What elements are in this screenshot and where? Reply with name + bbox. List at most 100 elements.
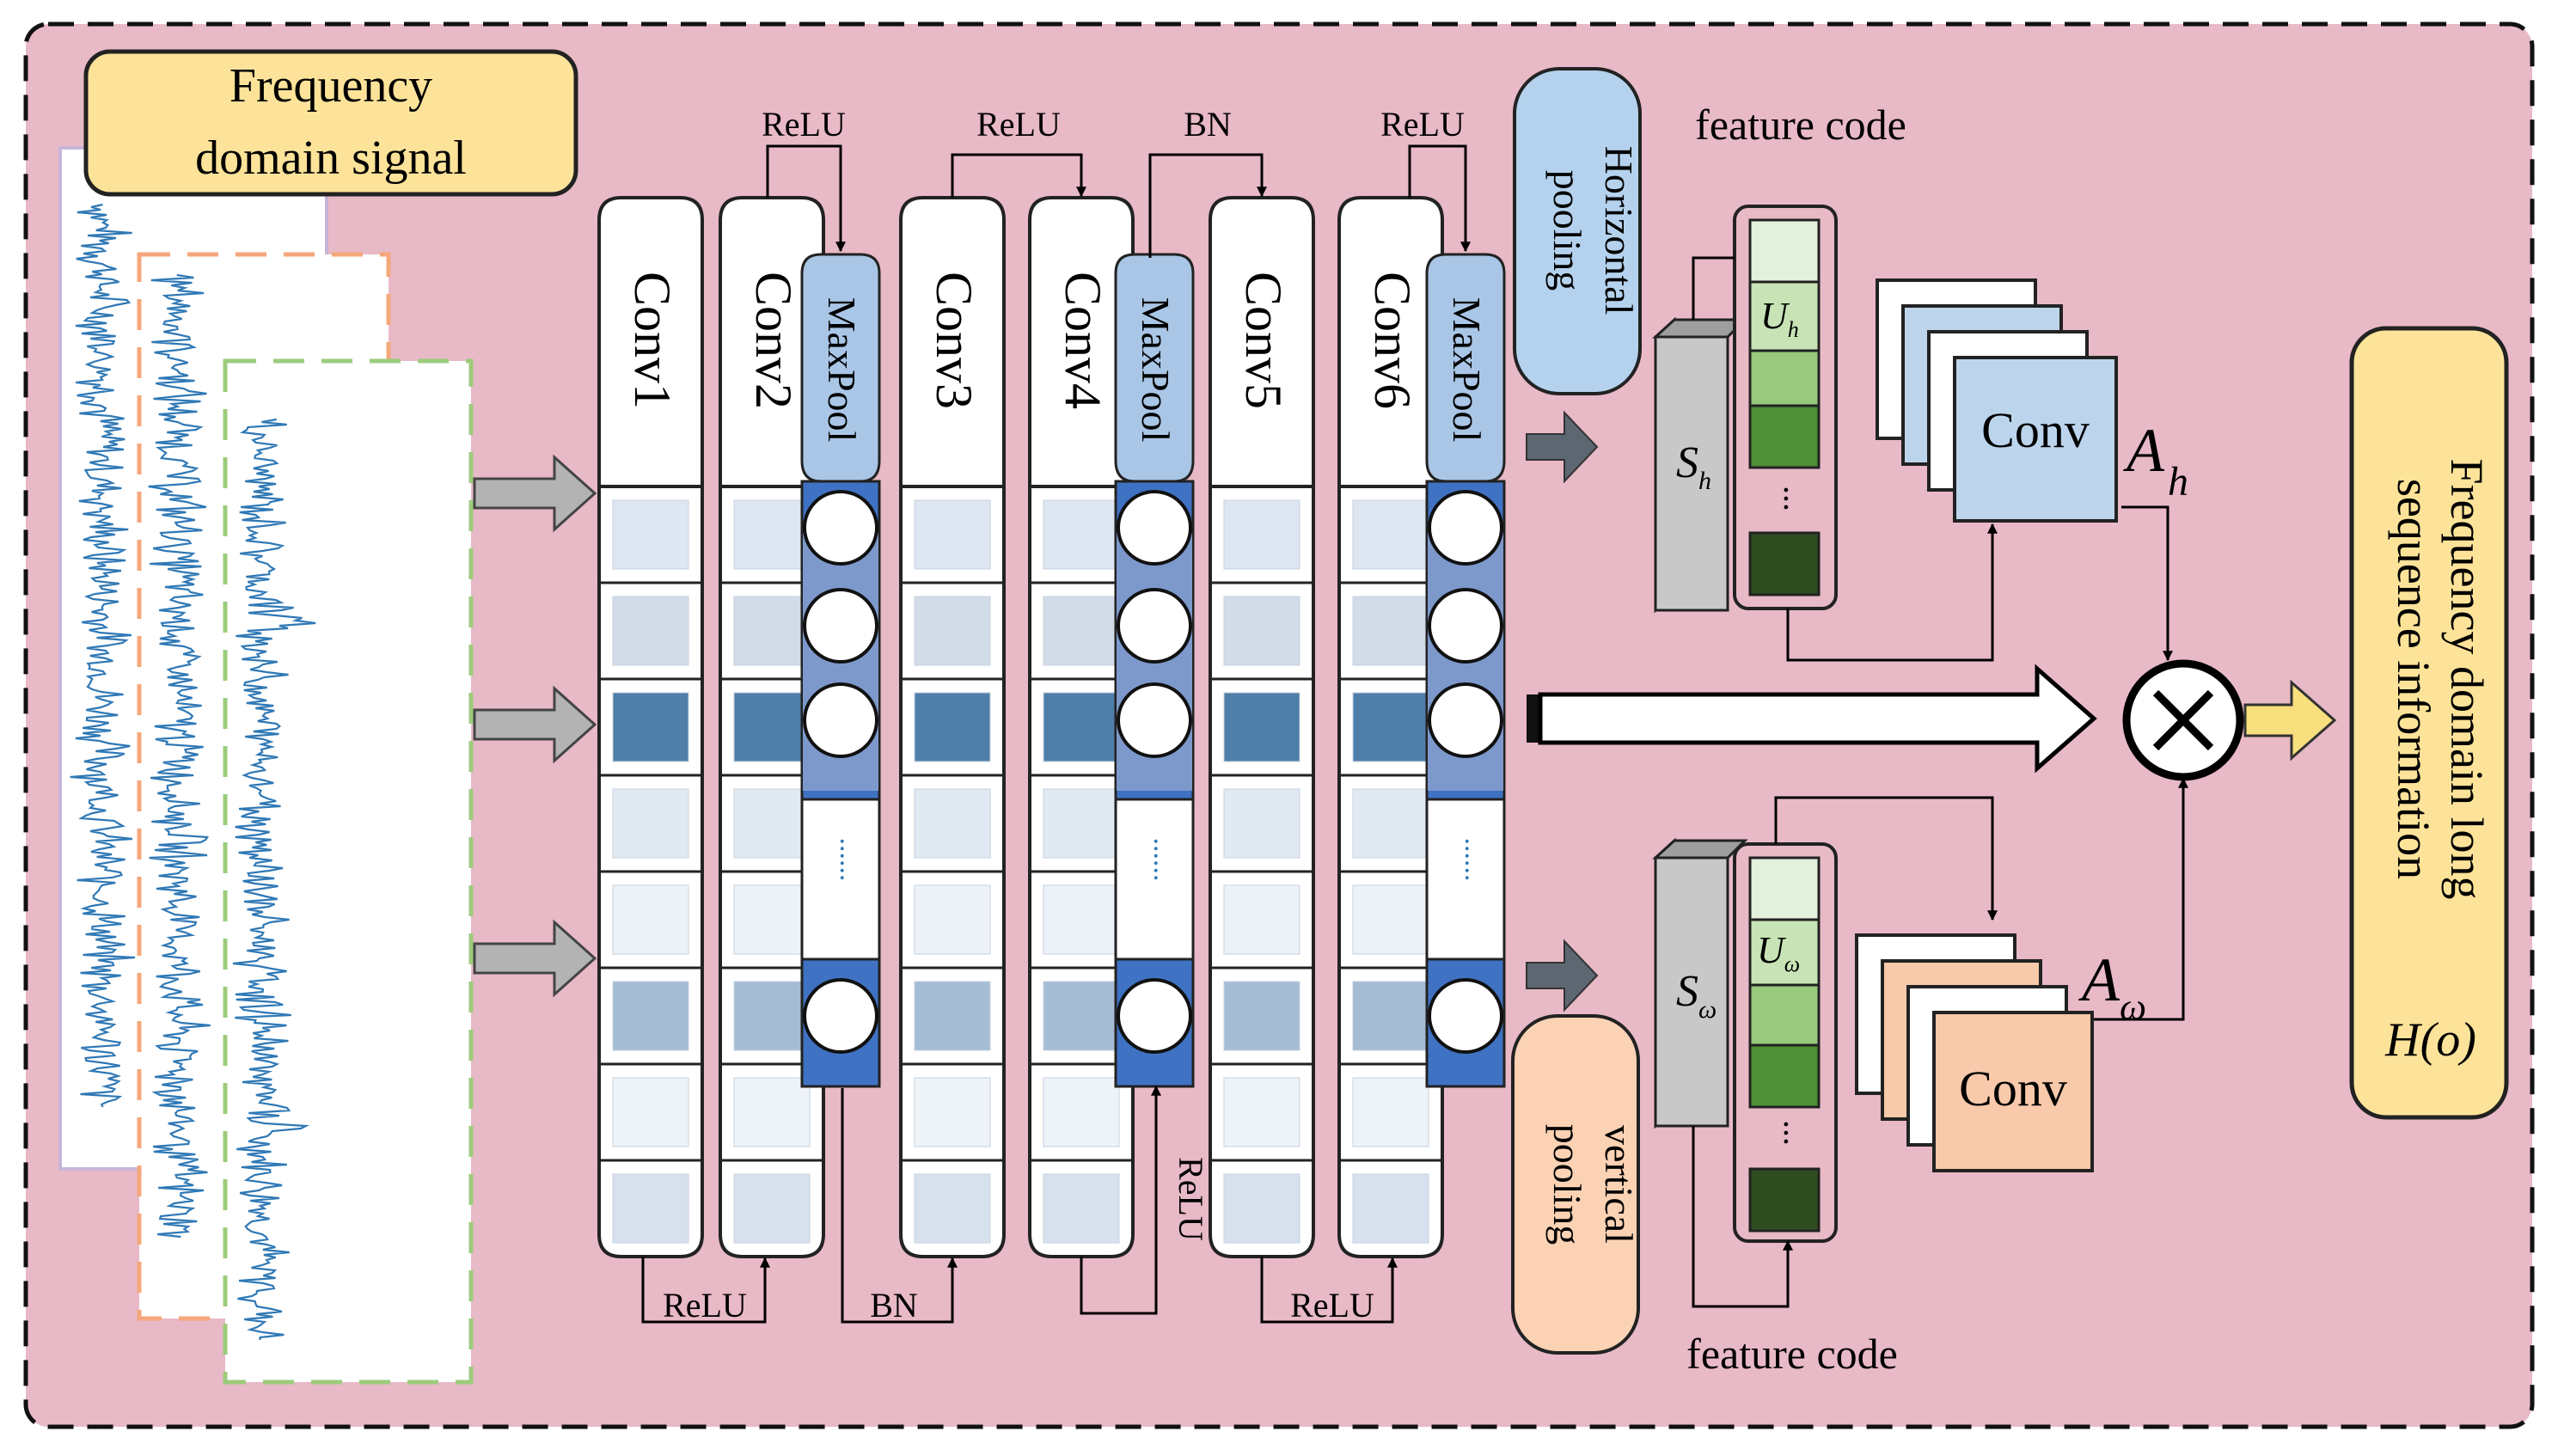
input-label-line-2: domain signal [195,132,467,185]
maxpool-node [803,588,878,664]
conv-cell [612,981,689,1051]
maxpool-header [1114,253,1195,483]
signal-waveform-2 [148,273,211,1239]
conv-cell [733,1173,811,1244]
conv-cell [914,788,991,859]
maxpool-gap [1425,798,1506,961]
conv-cell [914,981,991,1051]
conv-cell [1352,692,1429,762]
maxpool-label: MaxPool [1445,297,1489,443]
maxpool-strips: ......MaxPool......MaxPool......MaxPool [800,253,1506,1088]
maxpool-node [1117,682,1192,758]
a-h-label: Ah [2123,416,2188,505]
conv-cell [1223,884,1300,955]
feature-code-top-label: feature code [1695,101,1906,149]
horizontal-pooling-box [1513,67,1642,395]
input-label-line-1: Frequency [229,59,432,113]
conv-top-label: Conv [1981,402,2090,458]
conv-cell [914,1077,991,1147]
conv-cell [733,981,811,1051]
maxpool-node [1117,588,1192,664]
input-arrow-bottom [473,919,597,998]
maxpool-dots: ...... [1147,838,1179,882]
conv-cell [1223,596,1300,666]
output-arrow [2243,679,2337,762]
conv-column-6: Conv6 [1337,196,1444,1258]
conv-cell [914,596,991,666]
conv-cell [1352,981,1429,1051]
main-flow-arrow [1527,664,2097,774]
top-connection-label-1: ReLU [762,105,846,144]
conv-cell [1352,884,1429,955]
conv-cell [733,788,811,859]
conv-cell [612,1077,689,1147]
bottom-connection-label-3: ReLU [1172,1157,1210,1241]
conv-column-3: Conv3 [899,196,1006,1258]
top-connection-label-3: BN [1184,105,1232,144]
vdots-top: ... [1777,486,1815,511]
conv-column-1: Conv1 [597,196,704,1258]
maxpool-label: MaxPool [820,297,864,443]
input-arrows [473,454,597,998]
conv-bottom-label: Conv [1959,1061,2067,1116]
output-formula: H(o) [2384,1013,2476,1067]
conv-stack-bottom: Conv [1855,933,2094,1172]
input-arrow-middle [473,685,597,764]
conv-cell [914,1173,991,1244]
s-w-block: Sω [1652,837,1748,1129]
conv-columns: Conv1 Conv2 Conv3 Conv4 Conv5 Conv6 [597,196,1444,1258]
conv-cell [612,1173,689,1244]
conv-layer-label: Conv3 [926,272,982,409]
conv-column-2: Conv2 [719,196,825,1258]
pool-arrow-top [1526,410,1599,484]
conv-cell [1352,499,1429,570]
conv-cell [612,788,689,859]
maxpool-gap [1114,798,1195,961]
maxpool-node [1428,682,1503,758]
conv-layer-label: Conv5 [1235,272,1292,409]
conv-cell [1043,981,1120,1051]
maxpool-dots: ...... [834,838,866,882]
output-box [2349,326,2509,1120]
vertical-pooling-box [1511,1014,1640,1355]
conv-cell [1043,692,1120,762]
conv-cell [1043,596,1120,666]
horizontal-pooling-label-1: Horizontal [1597,146,1641,315]
feature-code-bracket-top [1692,256,1735,320]
maxpool-node [1117,490,1192,566]
maxpool-header [1425,253,1506,483]
conv-cell [612,692,689,762]
output-label-line-2: sequence information [2388,479,2439,879]
conv-cell [1043,499,1120,570]
conv-cell [1043,788,1120,859]
s-h-block: Sh [1652,316,1748,614]
output-label-line-1: Frequency domain long [2441,459,2493,900]
maxpool-node [803,490,878,566]
signal-waveform-3 [232,418,316,1341]
conv-cell [733,1077,811,1147]
feature-code-stack-bottom: Uω ... [1733,842,1838,1243]
vertical-pooling-label-2: pooling [1545,1124,1589,1245]
maxpool-1: ...... MaxPool [800,253,881,1088]
s-w-label: Sω [1676,967,1717,1024]
signal-waveform-1 [70,203,136,1108]
conv-cell [1223,788,1300,859]
vdots-bottom: ... [1777,1120,1815,1146]
conv-cell [1352,1173,1429,1244]
conv-cell [733,884,811,955]
conv-layer-label: Conv1 [624,272,681,409]
conv-column-4: Conv4 [1028,196,1135,1258]
conv-cell [1043,884,1120,955]
conv-cell [914,884,991,955]
conv-cell [733,692,811,762]
a-w-label: Aω [2078,945,2146,1028]
conv-cell [1223,1077,1300,1147]
maxpool-3: ......MaxPool [1425,253,1506,1088]
bottom-connections [641,1085,1398,1324]
conv-cell [1223,499,1300,570]
conv-cell [733,499,811,570]
top-connections [766,144,1471,258]
bottom-connection-label-1: ReLU [663,1286,747,1324]
u-w-label: Uω [1757,929,1800,976]
